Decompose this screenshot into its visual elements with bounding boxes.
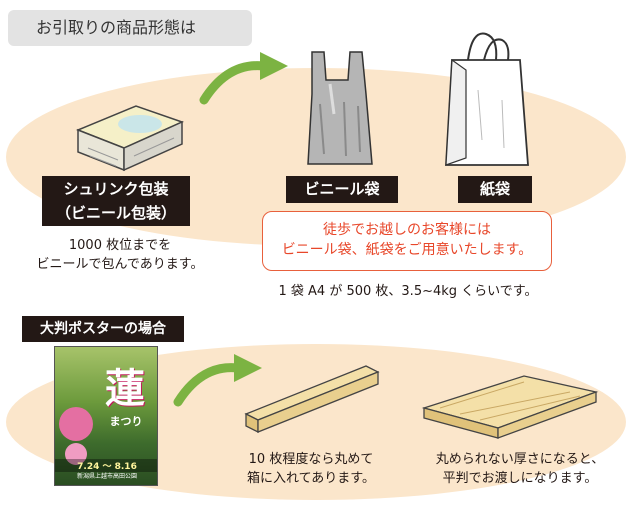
section-header-title: お引取りの商品形態は bbox=[36, 18, 197, 37]
green-arrow-icon bbox=[173, 354, 262, 407]
notice-line1: 徒歩でお越しのお客様には bbox=[323, 222, 491, 238]
long-box-illustration bbox=[244, 365, 380, 434]
shrink-wrapped-stack-illustration bbox=[75, 105, 185, 172]
shrink-wrap-note: 1000 枚位までを ビニールで包んであります。 bbox=[20, 236, 220, 274]
vinyl-bag-label-text: ビニール袋 bbox=[304, 180, 380, 198]
bag-capacity-note: 1 袋 A4 が 500 枚、3.5~4kg くらいです。 bbox=[248, 282, 568, 301]
shrink-wrap-label-line1: シュリンク包装 bbox=[63, 180, 169, 198]
paper-bag-illustration bbox=[445, 32, 529, 166]
shrink-wrap-label-line2: （ビニール包装） bbox=[55, 204, 176, 222]
flat-note-line2: 平判でお渡しになります。 bbox=[442, 471, 598, 486]
green-arrow-icon bbox=[199, 52, 288, 105]
flat-note-line1: 丸められない厚さになると、 bbox=[435, 452, 605, 467]
poster-title-kanji: 蓮 bbox=[105, 366, 145, 412]
poster-venue: 新潟県上越市高田公園 bbox=[76, 473, 137, 480]
section-header-tab: お引取りの商品形態は bbox=[8, 10, 252, 46]
lotus-flower-icon bbox=[59, 407, 93, 441]
lotus-flower-icon bbox=[65, 443, 87, 465]
walk-in-notice-box: 徒歩でお越しのお客様には ビニール袋、紙袋をご用意いたします。 bbox=[262, 211, 552, 271]
flat-box-illustration bbox=[421, 375, 599, 439]
notice-line2: ビニール袋、紙袋をご用意いたします。 bbox=[281, 242, 533, 258]
large-poster-section-label: 大判ポスターの場合 bbox=[22, 316, 184, 342]
rolled-note-line1: 10 枚程度なら丸めて bbox=[248, 452, 374, 467]
vinyl-bag-illustration bbox=[307, 51, 373, 165]
shrink-wrap-label: シュリンク包装 （ビニール包装） bbox=[42, 176, 190, 226]
bag-capacity-text: 1 袋 A4 が 500 枚、3.5~4kg くらいです。 bbox=[278, 284, 538, 299]
paper-bag-label: 紙袋 bbox=[458, 176, 532, 203]
poster-dates: 7.24 ～ 8.16 bbox=[55, 459, 157, 472]
vinyl-bag-label: ビニール袋 bbox=[286, 176, 398, 203]
shrink-wrap-note-line1: 1000 枚位までを bbox=[68, 238, 172, 253]
paper-bag-label-text: 紙袋 bbox=[479, 180, 510, 198]
shrink-wrap-note-line2: ビニールで包んであります。 bbox=[36, 257, 204, 272]
poster-title-tail: まつり bbox=[109, 415, 143, 428]
rolled-note: 10 枚程度なら丸めて 箱に入れてあります。 bbox=[226, 450, 396, 488]
flat-note: 丸められない厚さになると、 平判でお渡しになります。 bbox=[420, 450, 620, 488]
rolled-note-line2: 箱に入れてあります。 bbox=[247, 471, 375, 486]
large-poster-section-title: 大判ポスターの場合 bbox=[40, 321, 166, 337]
festival-poster-thumbnail: 蓮 まつり 7.24 ～ 8.16 新潟県上越市高田公園 bbox=[54, 346, 158, 486]
